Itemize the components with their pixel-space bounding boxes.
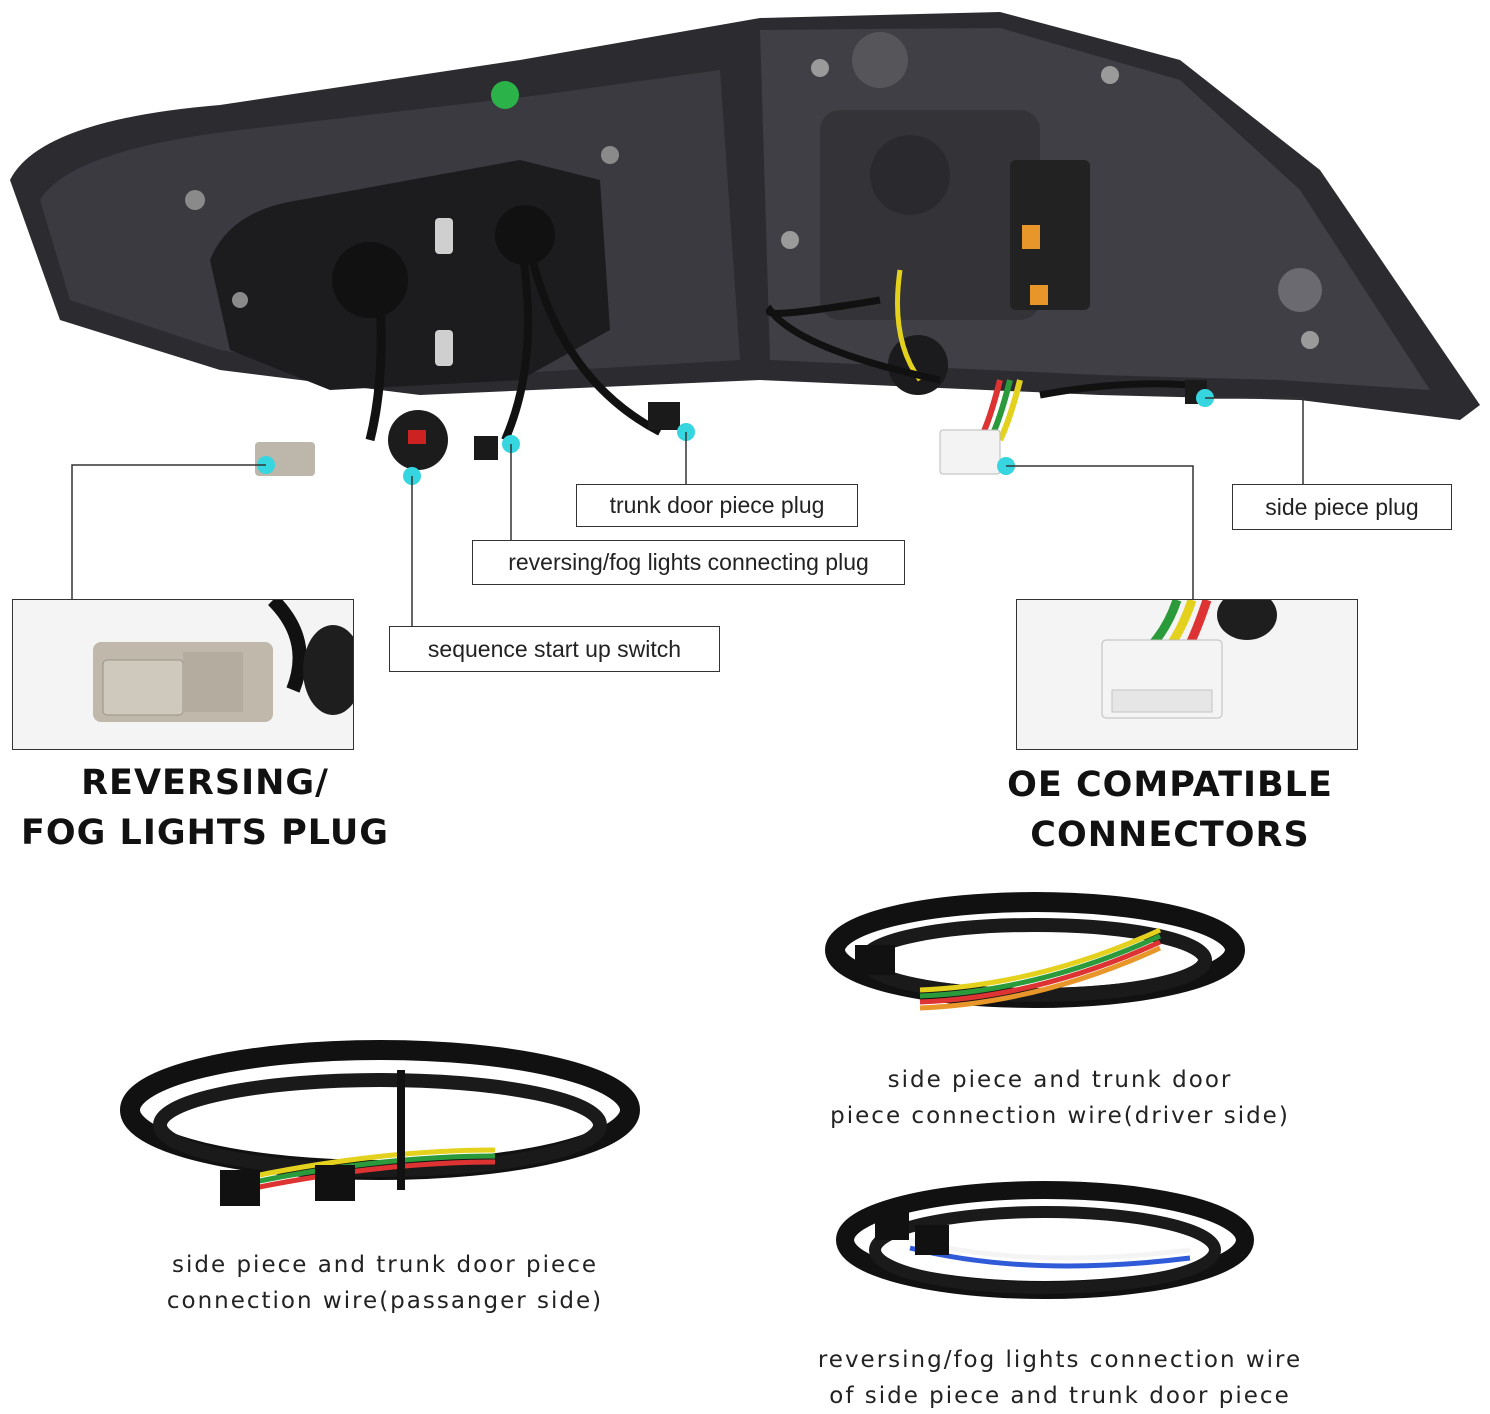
passenger-side-caption: side piece and trunk door piece connecti… — [80, 1247, 690, 1319]
fog-lights-wire-caption: reversing/fog lights connection wire of … — [760, 1342, 1360, 1414]
reversing-fog-connecting-plug-label: reversing/fog lights connecting plug — [472, 540, 905, 585]
caption-line: reversing/fog lights connection wire — [817, 1347, 1303, 1373]
caption-line: side piece and trunk door — [887, 1067, 1233, 1093]
oe-connector-inset — [1016, 599, 1358, 750]
passenger-side-wire-photo — [120, 1040, 640, 1206]
leader-lines — [71, 397, 1304, 630]
heading-line: FOG LIGHTS PLUG — [20, 813, 390, 853]
driver-side-wire-photo — [825, 892, 1245, 1011]
driver-side-caption: side piece and trunk door piece connecti… — [760, 1062, 1360, 1134]
heading-line: REVERSING/ — [81, 763, 329, 803]
caption-line: of side piece and trunk door piece — [829, 1383, 1291, 1409]
caption-line: connection wire(passanger side) — [166, 1288, 604, 1314]
side-piece-plug-label: side piece plug — [1232, 484, 1452, 530]
reversing-plug-inset — [12, 599, 354, 750]
oe-connectors-heading: OE COMPATIBLE CONNECTORS — [1007, 765, 1333, 855]
tail-light-photo — [10, 12, 1480, 485]
fog-lights-wire-photo — [836, 1181, 1254, 1299]
caption-line: side piece and trunk door piece — [172, 1252, 598, 1278]
trunk-door-piece-plug-label: trunk door piece plug — [576, 484, 858, 527]
sequence-switch-label: sequence start up switch — [389, 626, 720, 672]
caption-line: piece connection wire(driver side) — [830, 1103, 1290, 1129]
reversing-fog-heading: REVERSING/ FOG LIGHTS PLUG — [20, 758, 390, 858]
